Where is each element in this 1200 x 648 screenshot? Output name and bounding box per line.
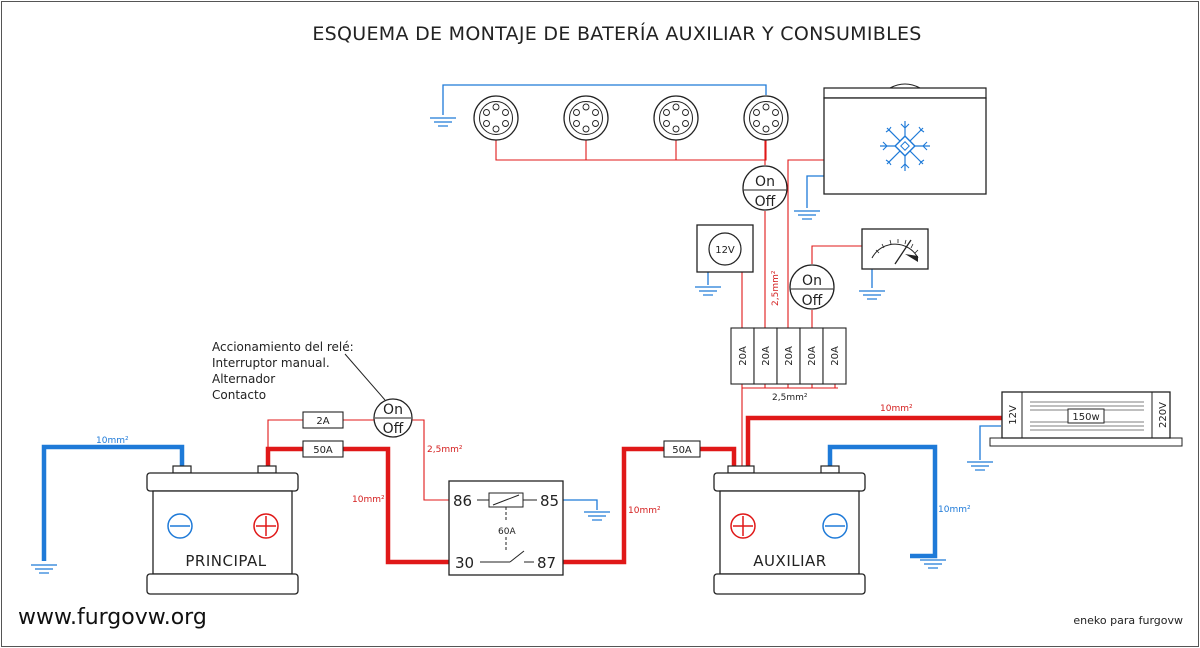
fridge (823, 83, 987, 195)
relay-pin-87: 87 (537, 554, 556, 572)
minus-icon (167, 513, 193, 539)
signal-wires (267, 140, 862, 501)
minus-icon (822, 513, 848, 539)
wire-label-aux-ground: 10mm² (938, 505, 971, 515)
relay-note-switch: Interruptor manual. (212, 356, 330, 370)
wire-label-bus: 2,5mm² (772, 393, 808, 403)
fuse-box-4: 20A (807, 346, 818, 366)
dome-light-icon (473, 95, 789, 141)
wire-label-relay-aux: 10mm² (628, 506, 661, 516)
gauge (861, 228, 929, 270)
inverter: 150w 12V 220V (989, 391, 1183, 447)
plus-icon (730, 513, 756, 539)
lights-switch-on: On (755, 174, 775, 190)
wire-label-main-relay: 10mm² (352, 495, 385, 505)
fuse-box-1: 20A (738, 346, 749, 366)
plus-icon (253, 513, 279, 539)
relay-pin-30: 30 (455, 554, 474, 572)
gauge-switch: On Off (789, 264, 835, 310)
relay: 86 85 30 87 60A (448, 480, 564, 576)
relay-switch: On Off (373, 398, 413, 438)
fuse-main: 50A (302, 440, 344, 458)
fuse-aux: 50A (663, 440, 701, 458)
fuse-box-3: 20A (784, 346, 795, 366)
aux-battery: AUXILIAR (713, 465, 866, 595)
lights-switch: On Off (742, 165, 788, 211)
power-wires (265, 415, 1002, 565)
relay-rating: 60A (498, 527, 516, 537)
voltmeter: 12V (696, 224, 754, 273)
fuse-box: 20A 20A 20A 20A 20A (730, 327, 847, 385)
wire-label-consumer: 2,5mm² (771, 270, 781, 306)
inverter-power: 150w (1072, 412, 1099, 423)
wire-label-main-ground: 10mm² (96, 436, 129, 446)
fuse-aux-label: 50A (672, 445, 692, 456)
wire-label-coil: 2,5mm² (427, 445, 463, 455)
aux-battery-label: AUXILIAR (753, 552, 826, 570)
gauge-switch-off: Off (802, 293, 823, 309)
relay-switch-off: Off (383, 421, 404, 437)
main-battery-label: PRINCIPAL (185, 552, 266, 570)
relay-pin-85: 85 (540, 492, 559, 510)
main-battery: PRINCIPAL (146, 465, 299, 595)
relay-note-title: Accionamiento del relé: (212, 340, 354, 354)
relay-note: Accionamiento del relé: Interruptor manu… (212, 340, 386, 402)
inverter-output: 220V (1158, 402, 1169, 428)
fuse-coil: 2A (302, 411, 344, 429)
wire-label-inverter: 10mm² (880, 404, 913, 414)
relay-coil (477, 492, 537, 563)
page-title: ESQUEMA DE MONTAJE DE BATERÍA AUXILIAR Y… (312, 22, 921, 45)
gauge-needle-icon (871, 239, 919, 265)
relay-note-ignition: Contacto (212, 388, 266, 402)
voltmeter-label: 12V (715, 245, 735, 256)
credit: eneko para furgovw (1073, 614, 1183, 627)
relay-pin-86: 86 (453, 492, 472, 510)
fuse-coil-label: 2A (316, 416, 329, 427)
fuse-main-label: 50A (313, 445, 333, 456)
relay-switch-on: On (383, 402, 403, 418)
fuse-box-5: 20A (830, 346, 841, 366)
inverter-input: 12V (1008, 405, 1019, 425)
site-url: www.furgovw.org (18, 605, 207, 630)
relay-note-alternator: Alternador (212, 372, 275, 386)
fridge-snowflake-icon (879, 120, 931, 172)
lights-switch-off: Off (755, 194, 776, 210)
ground-wires (41, 84, 1001, 561)
fuse-box-2: 20A (761, 346, 772, 366)
gauge-switch-on: On (802, 273, 822, 289)
